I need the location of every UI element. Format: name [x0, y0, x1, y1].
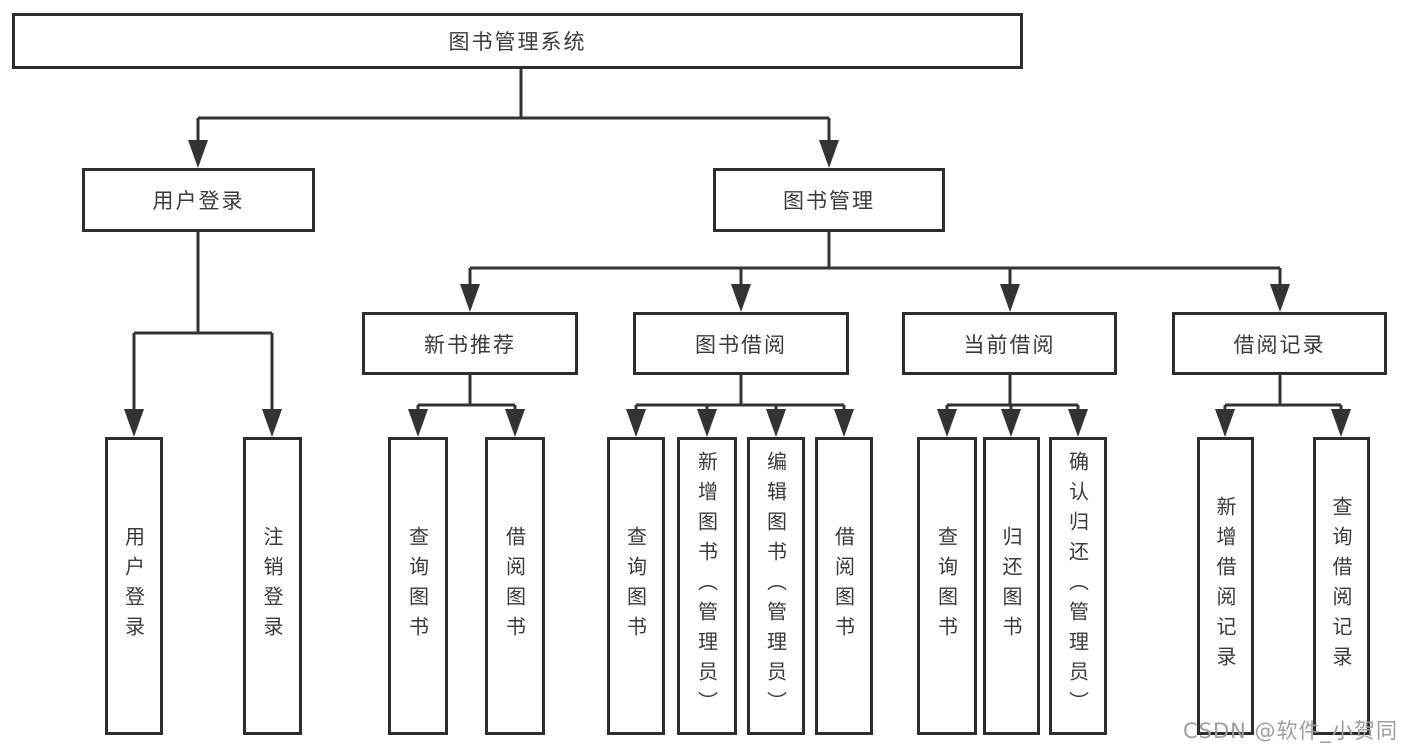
leaf-logout: 注销登录	[243, 437, 302, 735]
root-node: 图书管理系统	[12, 13, 1023, 69]
leaf-confirm-return-admin: 确认归还（管理员）	[1049, 437, 1107, 735]
leaf-query-books-borrow: 查询图书	[607, 437, 665, 735]
watermark-text: CSDN @软件_小贺同学	[1183, 719, 1399, 743]
leaf-return-book: 归还图书	[983, 437, 1040, 735]
leaf-add-book-admin: 新增图书（管理员）	[677, 437, 737, 735]
leaf-user-login: 用户登录	[105, 437, 163, 735]
node-current-borrow: 当前借阅	[902, 312, 1117, 375]
leaf-query-books-recommend: 查询图书	[388, 437, 448, 735]
node-book-management: 图书管理	[713, 168, 945, 232]
leaf-add-borrow-record: 新增借阅记录	[1197, 437, 1254, 735]
node-new-book-recommend: 新书推荐	[362, 312, 578, 375]
leaf-borrow-books: 借阅图书	[815, 437, 873, 735]
leaf-query-books-current: 查询图书	[917, 437, 977, 735]
leaf-borrow-books-recommend: 借阅图书	[485, 437, 545, 735]
leaf-query-borrow-record: 查询借阅记录	[1313, 437, 1370, 735]
node-book-borrow: 图书借阅	[633, 312, 849, 375]
node-user-login: 用户登录	[82, 168, 315, 232]
leaf-edit-book-admin: 编辑图书（管理员）	[747, 437, 805, 735]
node-borrow-records: 借阅记录	[1172, 312, 1387, 375]
